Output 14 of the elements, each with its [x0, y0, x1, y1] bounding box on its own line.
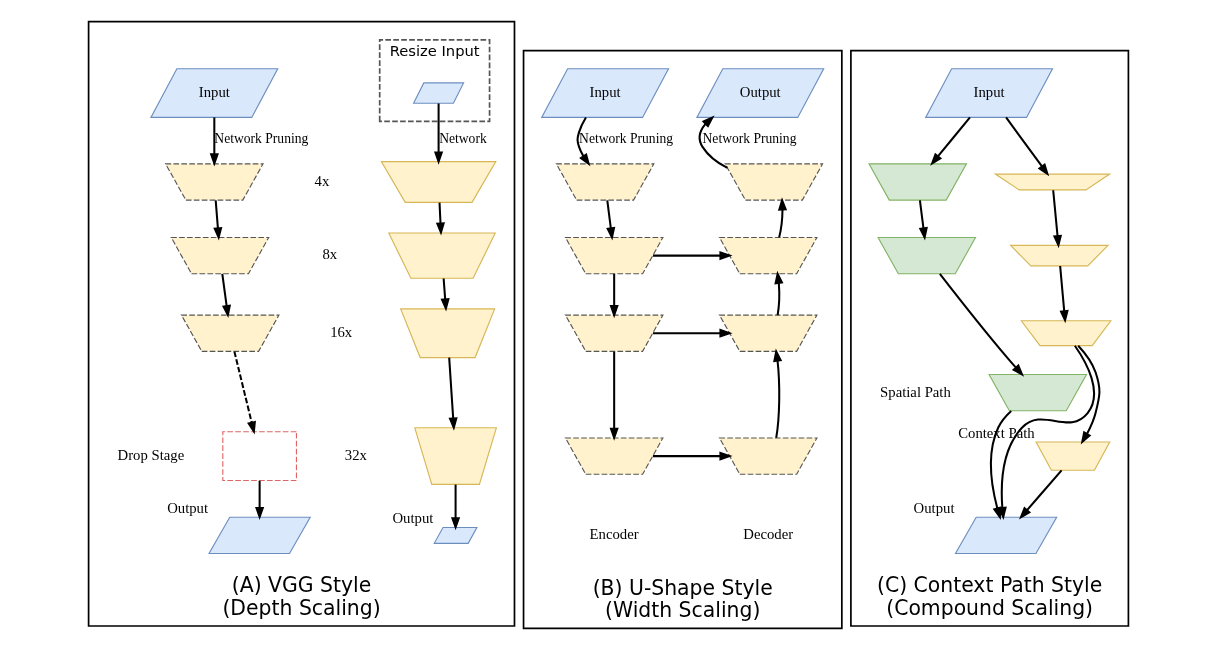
- node-label: Output: [913, 500, 954, 517]
- node-label: 4x: [314, 172, 329, 189]
- node-label: Encoder: [589, 526, 639, 543]
- node-label: Drop Stage: [117, 446, 184, 463]
- node-label: 16x: [329, 324, 352, 341]
- edge-label: Network Pruning: [702, 131, 796, 147]
- node-label: Output: [391, 510, 433, 527]
- node-label: 8x: [322, 246, 337, 263]
- edge-label: Network Pruning: [578, 131, 673, 147]
- node-label: Spatial Path: [879, 383, 951, 400]
- node-label: Output: [166, 500, 208, 517]
- edge-label: Network Pruning: [213, 131, 308, 147]
- node-label: 32x: [344, 446, 367, 463]
- node-label: Decoder: [742, 526, 793, 543]
